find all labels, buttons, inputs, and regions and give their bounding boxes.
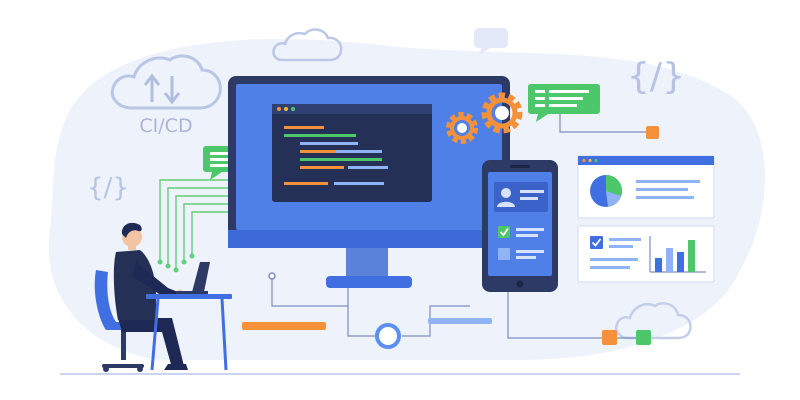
pipeline-node [375,323,401,349]
code-brackets-icon: {/} [627,56,685,97]
chat-bubble-icon [528,84,600,122]
code-editor-window [272,104,432,202]
user-profile-icon [497,188,515,207]
bar-chart-icon [649,236,706,273]
cloud-icon [272,28,343,62]
checkbox-icon [498,226,510,238]
report-card [577,225,715,283]
node-square [602,330,617,345]
chair [94,270,148,372]
cloud-sync-icon [110,54,222,110]
progress-bar-orange [242,322,326,330]
chat-bubble-icon [474,28,508,56]
connector-line [559,114,652,133]
cicd-label: CI/CD [139,115,192,137]
gear-icon [446,112,478,144]
progress-bar-blue [428,318,492,324]
pipeline-connectors [271,278,636,339]
cloud-icon [615,302,692,340]
analytics-card [577,155,715,219]
code-brackets-icon: {/} [87,173,129,203]
node-square [636,330,651,345]
developer-figure [94,222,188,372]
smartphone [482,160,558,292]
checkbox-icon [590,236,603,249]
connector-dots [157,253,195,273]
gear-icon [481,92,523,134]
desk [146,294,232,371]
node-square [646,126,659,139]
connector-node [268,272,276,280]
pie-chart-icon [590,175,623,207]
laptop-icon [176,262,210,294]
connector-lines [159,179,250,270]
